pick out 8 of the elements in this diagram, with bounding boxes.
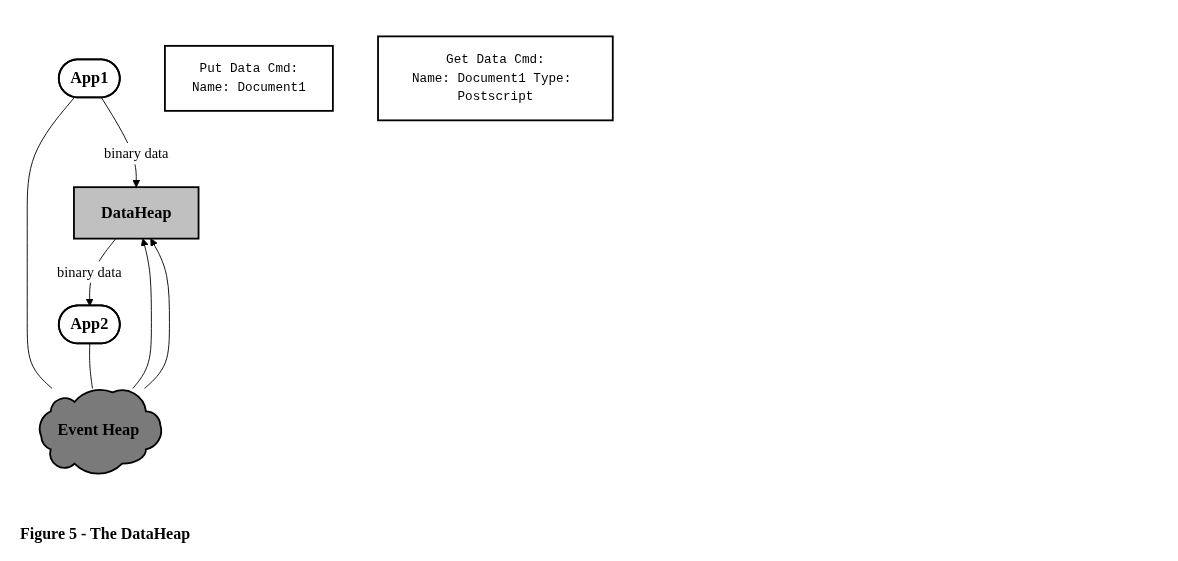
edge-label: binary data: [103, 145, 169, 161]
edge-label: binary data: [57, 263, 122, 280]
node-box: Get Data Cmd: Name: Document1 Type: Postscript: [377, 35, 614, 122]
node-box: DataHeap: [73, 186, 200, 240]
connector: [89, 343, 93, 389]
node-box: Put Data Cmd: Name: Document1: [164, 44, 334, 112]
figure-caption: Figure 5 - The DataHeap: [20, 525, 191, 543]
connector: [26, 96, 75, 389]
